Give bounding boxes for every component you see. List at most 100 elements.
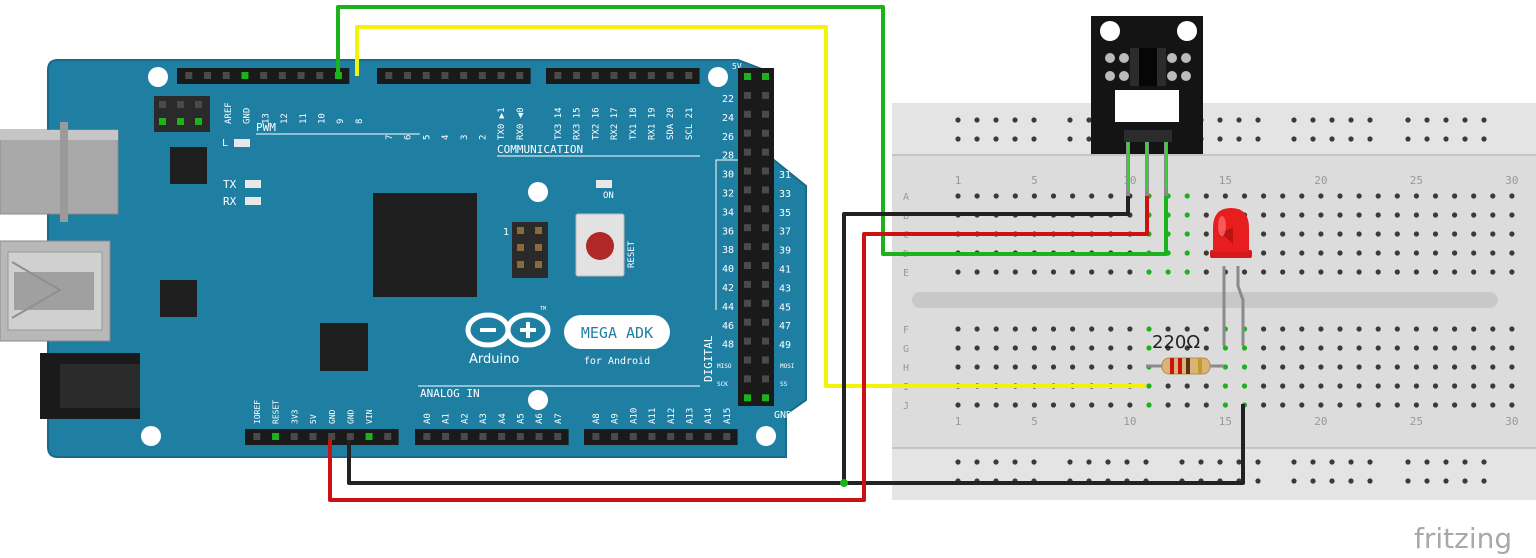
power-rail-hole[interactable] [1462,478,1468,484]
breadboard-hole[interactable] [1394,383,1400,389]
breadboard-hole[interactable] [1432,383,1439,389]
breadboard-hole[interactable] [1184,383,1190,389]
header-pin[interactable] [297,72,305,79]
breadboard-hole[interactable] [1108,269,1114,275]
breadboard-hole[interactable] [1280,250,1286,256]
power-rail-hole[interactable] [1198,459,1204,465]
power-rail-hole[interactable] [1310,136,1316,142]
breadboard-hole[interactable] [1318,193,1324,199]
breadboard-hole[interactable] [1050,364,1057,370]
breadboard-hole[interactable] [1280,326,1286,332]
breadboard-hole[interactable] [1146,402,1152,408]
breadboard-hole[interactable] [1394,250,1400,256]
breadboard-hole[interactable] [1356,326,1362,332]
breadboard-hole[interactable] [1375,250,1381,256]
header-pin[interactable] [648,433,656,440]
breadboard-hole[interactable] [1146,383,1152,389]
breadboard-hole[interactable] [1203,250,1209,256]
power-rail-hole[interactable] [974,459,980,465]
breadboard-hole[interactable] [1490,269,1496,275]
power-rail-hole[interactable] [1367,117,1373,123]
header-pin[interactable] [404,72,412,79]
breadboard-hole[interactable] [1318,212,1324,218]
header-pin[interactable] [744,243,751,251]
power-rail-hole[interactable] [1236,459,1242,465]
breadboard-hole[interactable] [1261,364,1267,370]
breadboard-hole[interactable] [1394,364,1400,370]
breadboard-hole[interactable] [1452,212,1458,218]
breadboard-hole[interactable] [1337,193,1343,199]
header-pin[interactable] [554,433,562,440]
breadboard-hole[interactable] [955,193,961,199]
breadboard-hole[interactable] [1127,326,1133,332]
breadboard-hole[interactable] [1031,269,1037,275]
power-rail-hole[interactable] [1143,459,1149,465]
power-rail-hole[interactable] [1217,117,1223,123]
header-pin[interactable] [723,433,731,440]
breadboard-hole[interactable] [1432,269,1439,275]
power-rail-hole[interactable] [974,136,980,142]
breadboard-hole[interactable] [1222,402,1228,408]
header-pin[interactable] [744,356,751,364]
breadboard-hole[interactable] [1356,383,1362,389]
power-rail-hole[interactable] [1291,136,1297,142]
power-rail-hole[interactable] [1443,459,1449,465]
breadboard-hole[interactable] [955,269,961,275]
breadboard-hole[interactable] [1337,383,1343,389]
breadboard-hole[interactable] [1509,364,1515,370]
breadboard-hole[interactable] [1203,231,1209,237]
breadboard-hole[interactable] [1165,345,1171,351]
power-rail-hole[interactable] [1443,136,1449,142]
power-rail-hole[interactable] [1348,136,1354,142]
breadboard-hole[interactable] [1356,193,1362,199]
breadboard-hole[interactable] [1280,364,1286,370]
power-rail-hole[interactable] [1329,117,1335,123]
header-pin[interactable] [629,433,637,440]
breadboard-hole[interactable] [1318,269,1324,275]
breadboard-hole[interactable] [974,326,980,332]
power-rail-hole[interactable] [1424,136,1430,142]
breadboard-hole[interactable] [1394,402,1400,408]
breadboard-hole[interactable] [1299,326,1305,332]
breadboard-hole[interactable] [1471,269,1477,275]
breadboard-hole[interactable] [1070,269,1076,275]
power-rail-hole[interactable] [1179,459,1185,465]
power-rail-hole[interactable] [1086,136,1092,142]
breadboard-hole[interactable] [1375,269,1381,275]
header-pin[interactable] [762,243,769,251]
breadboard-hole[interactable] [1509,193,1515,199]
breadboard-hole[interactable] [1261,231,1267,237]
header-pin[interactable] [222,72,230,79]
breadboard-hole[interactable] [1184,345,1190,351]
breadboard-hole[interactable] [1490,364,1496,370]
breadboard-hole[interactable] [1222,193,1228,199]
breadboard-hole[interactable] [1337,231,1343,237]
power-rail-hole[interactable] [1124,459,1130,465]
power-rail-hole[interactable] [1367,459,1373,465]
header-pin[interactable] [744,318,751,326]
breadboard-hole[interactable] [1394,212,1400,218]
breadboard-hole[interactable] [1012,193,1018,199]
breadboard-hole[interactable] [1452,269,1458,275]
breadboard-hole[interactable] [1050,345,1057,351]
breadboard-hole[interactable] [1031,402,1037,408]
breadboard-hole[interactable] [1509,269,1515,275]
breadboard-hole[interactable] [1413,345,1419,351]
power-rail-hole[interactable] [1329,459,1335,465]
breadboard-hole[interactable] [1413,326,1419,332]
breadboard-hole[interactable] [1261,402,1267,408]
power-rail-hole[interactable] [1012,117,1018,123]
header-pin[interactable] [744,375,751,383]
breadboard-hole[interactable] [1031,345,1037,351]
breadboard-hole[interactable] [974,364,980,370]
header-pin[interactable] [204,72,212,79]
power-rail-hole[interactable] [1086,117,1092,123]
breadboard-hole[interactable] [1108,193,1114,199]
breadboard-hole[interactable] [1261,326,1267,332]
breadboard-hole[interactable] [1127,402,1133,408]
breadboard-hole[interactable] [1356,231,1362,237]
breadboard-hole[interactable] [1337,212,1343,218]
breadboard-hole[interactable] [1413,383,1419,389]
breadboard-hole[interactable] [1471,383,1477,389]
header-pin[interactable] [762,186,769,194]
